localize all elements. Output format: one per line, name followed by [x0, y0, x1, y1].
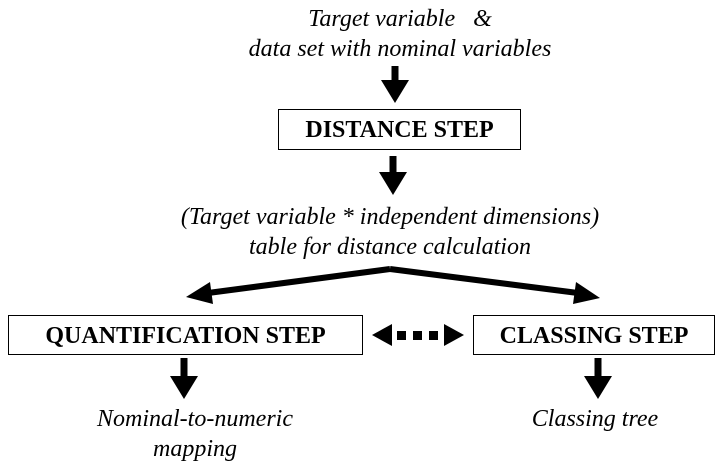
classing-tree-output: Classing tree — [470, 404, 720, 434]
arrow-table-to-classing — [389, 266, 600, 304]
distance-table-description: (Target variable * independent dimension… — [90, 202, 690, 262]
distance-step-box: DISTANCE STEP — [278, 109, 521, 150]
table-line-1: (Target variable * independent dimension… — [180, 204, 600, 230]
arrow-table-to-quantification — [186, 266, 391, 304]
mapping-line-2: mapping — [153, 436, 237, 462]
distance-step-label: DISTANCE STEP — [305, 117, 494, 143]
input-line-2: data set with nominal variables — [248, 36, 552, 62]
arrow-bidirectional-dotted — [372, 324, 464, 346]
classing-step-label: CLASSING STEP — [499, 323, 689, 349]
quantification-step-box: QUANTIFICATION STEP — [8, 315, 363, 355]
classing-step-box: CLASSING STEP — [473, 315, 715, 355]
arrow-distance-to-table — [379, 156, 407, 195]
mapping-line-1: Nominal-to-numeric — [97, 406, 293, 432]
arrow-input-to-distance — [381, 66, 409, 103]
input-line-1: Target variable & — [308, 6, 492, 32]
table-line-2: table for distance calculation — [249, 234, 531, 260]
arrow-quantification-to-mapping — [170, 358, 198, 399]
input-description: Target variable & data set with nominal … — [170, 4, 630, 64]
classing-tree-label: Classing tree — [531, 406, 659, 432]
arrow-classing-to-tree — [584, 358, 612, 399]
quantification-step-label: QUANTIFICATION STEP — [45, 323, 326, 349]
mapping-output: Nominal-to-numeric mapping — [45, 404, 345, 464]
